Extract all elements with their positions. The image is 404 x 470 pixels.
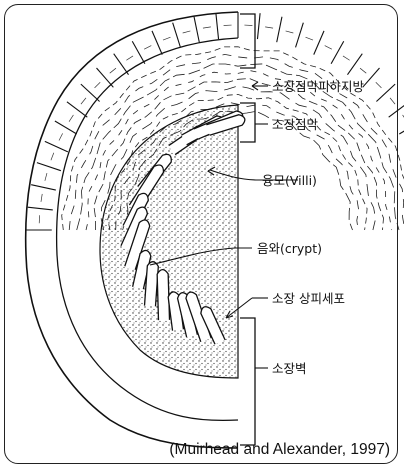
label-mucosa: 소장점막 xyxy=(272,117,319,132)
villus xyxy=(157,270,169,321)
serosa-divider xyxy=(376,84,395,101)
citation: (Muirhead and Alexander, 1997) xyxy=(169,441,390,458)
serosa-divider xyxy=(389,102,404,117)
label-epithelium: 소장 상피세포 xyxy=(272,291,345,306)
serosa-divider xyxy=(132,41,145,64)
serosa-divider xyxy=(55,121,77,134)
serosa-divider xyxy=(296,23,304,48)
serosa-hatch xyxy=(163,37,170,40)
serosa-hatch xyxy=(126,56,133,60)
serosa-divider xyxy=(173,23,181,48)
serosa-hatch xyxy=(110,68,116,73)
serosa-divider xyxy=(363,68,380,87)
serosa-hatch xyxy=(41,194,42,202)
serosa-divider xyxy=(152,31,162,55)
serosa-divider xyxy=(31,185,56,190)
serosa-divider xyxy=(81,84,100,101)
serosa-hatch xyxy=(51,153,54,160)
serosa-hatch xyxy=(390,98,395,104)
serosa-hatch xyxy=(95,82,101,88)
serosa-hatch xyxy=(45,173,47,181)
serosa-divider xyxy=(314,31,324,55)
villus xyxy=(145,262,159,307)
serosa-divider xyxy=(277,17,282,42)
serosa-hatch xyxy=(306,37,313,40)
serosa-divider xyxy=(331,41,344,64)
serosa-divider xyxy=(114,54,129,75)
serosa-divider xyxy=(399,121,404,134)
serosa-divider xyxy=(28,207,53,210)
serosa-hatch xyxy=(325,46,332,50)
label-submucosa: 소장점막피하지방 xyxy=(272,79,365,94)
label-wall: 소장벽 xyxy=(272,361,307,376)
serosa-hatch xyxy=(81,98,86,104)
serosa-divider xyxy=(45,141,68,152)
serosa-hatch xyxy=(360,68,366,73)
serosa-divider xyxy=(67,102,87,117)
serosa-hatch xyxy=(343,56,350,60)
serosa-hatch xyxy=(203,27,211,28)
serosa-divider xyxy=(97,68,114,87)
serosa-hatch xyxy=(183,31,191,33)
serosa-hatch xyxy=(59,133,63,140)
serosa-divider xyxy=(216,13,219,39)
serosa-hatch xyxy=(376,82,382,88)
serosa-hatch xyxy=(265,27,273,28)
serosa-hatch xyxy=(69,115,73,122)
serosa-hatch xyxy=(286,31,294,33)
serosa-divider xyxy=(257,13,260,39)
serosa-divider xyxy=(194,17,199,42)
serosa-hatch xyxy=(144,46,151,50)
serosa-divider xyxy=(37,163,61,171)
label-villi: 융모(Villi) xyxy=(262,173,317,188)
serosa-divider xyxy=(347,54,362,75)
label-crypt: 음와(crypt) xyxy=(257,241,322,256)
